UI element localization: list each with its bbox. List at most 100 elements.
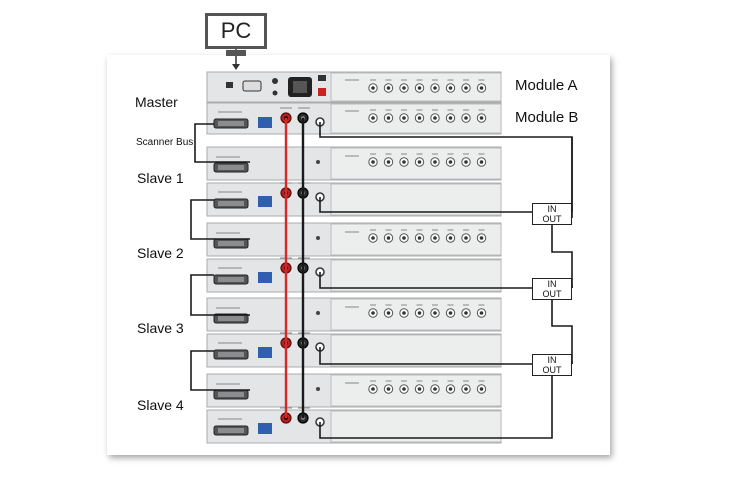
slave1-jack-area <box>330 147 502 180</box>
connector-in-label: IN <box>547 204 557 214</box>
slave3-usb-port <box>258 347 272 358</box>
scanner-bus-label: Scanner Bus <box>136 137 194 148</box>
slave1-jack-core <box>448 160 453 164</box>
connector-in-label: IN <box>547 355 557 365</box>
slave4-jack-core <box>402 387 406 391</box>
slave4-scanner-output-pins <box>218 428 244 433</box>
module-b-jack-core <box>386 116 391 120</box>
module-a-jack-core <box>371 86 375 90</box>
slave4-top-hole <box>316 387 320 391</box>
slave4-jack-core <box>479 387 484 391</box>
slave1-scanner-input-pins <box>218 165 244 170</box>
slave2-label: Slave 2 <box>137 245 184 261</box>
module-a-knob <box>272 78 278 84</box>
slave3-jack-core <box>417 311 422 315</box>
module-b-jack-core <box>479 116 484 120</box>
module-b-label: Module B <box>515 109 579 126</box>
slave1-blank-area <box>330 183 502 216</box>
slave2-blank-area <box>330 259 502 292</box>
scanner-bus-cable-1 <box>194 123 250 163</box>
slave1-jack-core <box>386 160 391 164</box>
slave1-jack-core <box>371 160 375 164</box>
slave3-scanner-input-pins <box>218 316 244 321</box>
slave3-blank-area <box>330 334 502 367</box>
in-out-connector-1: IN OUT <box>532 203 572 225</box>
module-b-jack-core <box>448 116 453 120</box>
in-out-connector-3: IN OUT <box>532 354 572 376</box>
slave4-jack-core <box>464 387 468 391</box>
slave4-label: Slave 4 <box>137 397 184 413</box>
slave3-top-hole <box>316 311 320 315</box>
slave4-jack-core <box>433 387 437 391</box>
slave1-jack-core <box>479 160 484 164</box>
connector-out-label: OUT <box>542 214 562 224</box>
connector-out-label: OUT <box>542 289 562 299</box>
module-a-label: Module A <box>515 77 578 94</box>
power-switch <box>318 88 326 96</box>
slave4-blank-area <box>330 410 502 443</box>
module-a-led <box>272 90 278 96</box>
slave2-jack-core <box>371 236 375 240</box>
connector-in-label: IN <box>547 279 557 289</box>
pc-box: PC <box>205 13 267 49</box>
master-usb-port <box>258 117 272 128</box>
module-a-jack-core <box>402 86 406 90</box>
scanner-bus-cable-3 <box>190 274 250 316</box>
module-b-jack-core <box>402 116 406 120</box>
master-label: Master <box>135 94 178 110</box>
module-a-jack-core <box>479 86 484 90</box>
module-b-jack-core <box>371 116 375 120</box>
slave2-jack-core <box>417 236 422 240</box>
slave3-jack-core <box>371 311 375 315</box>
slave3-jack-core <box>402 311 406 315</box>
slave1-scanner-output-pins <box>218 201 244 206</box>
slave4-scanner-input-pins <box>218 392 244 397</box>
module-b-jack-core <box>417 116 422 120</box>
module-b-jack-core <box>433 116 437 120</box>
trigger-cable-s1-in <box>319 197 532 213</box>
slave3-jack-core <box>386 311 391 315</box>
pc-stand <box>226 50 246 56</box>
slave1-jack-core <box>402 160 406 164</box>
trigger-cable-out2 <box>551 300 573 364</box>
slave4-jack-core <box>386 387 391 391</box>
slave2-scanner-input-pins <box>218 241 244 246</box>
slave2-jack-core <box>448 236 453 240</box>
slave1-jack-core <box>464 160 468 164</box>
slave2-usb-port <box>258 272 272 283</box>
module-a-port <box>226 82 233 88</box>
slave2-top-hole <box>316 236 320 240</box>
slave2-jack-core <box>479 236 484 240</box>
trigger-cable-s3-in <box>319 347 532 365</box>
slave3-label: Slave 3 <box>137 320 184 336</box>
slave3-jack-core <box>448 311 453 315</box>
slave1-label: Slave 1 <box>137 170 184 186</box>
in-out-connector-2: IN OUT <box>532 278 572 300</box>
slave2-scanner-output-pins <box>218 277 244 282</box>
slave1-top-hole <box>316 160 320 164</box>
trigger-cable-out3 <box>319 376 553 439</box>
power-inlet-inner <box>293 81 307 93</box>
slave3-jack-core <box>464 311 468 315</box>
master-scanner-output-pins <box>218 121 244 126</box>
slave1-usb-port <box>258 196 272 207</box>
connector-out-label: OUT <box>542 365 562 375</box>
scanner-bus-cable-4 <box>190 350 250 391</box>
trigger-cable-s2-in <box>319 272 532 289</box>
slave2-jack-core <box>386 236 391 240</box>
slave4-jack-core <box>371 387 375 391</box>
slave2-jack-core <box>433 236 437 240</box>
slave2-jack-core <box>464 236 468 240</box>
slave2-jack-core <box>402 236 406 240</box>
module-a-jack-core <box>464 86 468 90</box>
module-a-jack-core <box>386 86 391 90</box>
pc-cable-arrow <box>232 64 240 70</box>
slave4-jack-core <box>448 387 453 391</box>
slave3-scanner-output-pins <box>218 352 244 357</box>
trigger-cable-out1 <box>551 225 573 288</box>
slave3-jack-core <box>479 311 484 315</box>
slave4-usb-port <box>258 423 272 434</box>
module-a-jack-core <box>448 86 453 90</box>
pc-label: PC <box>220 18 252 43</box>
